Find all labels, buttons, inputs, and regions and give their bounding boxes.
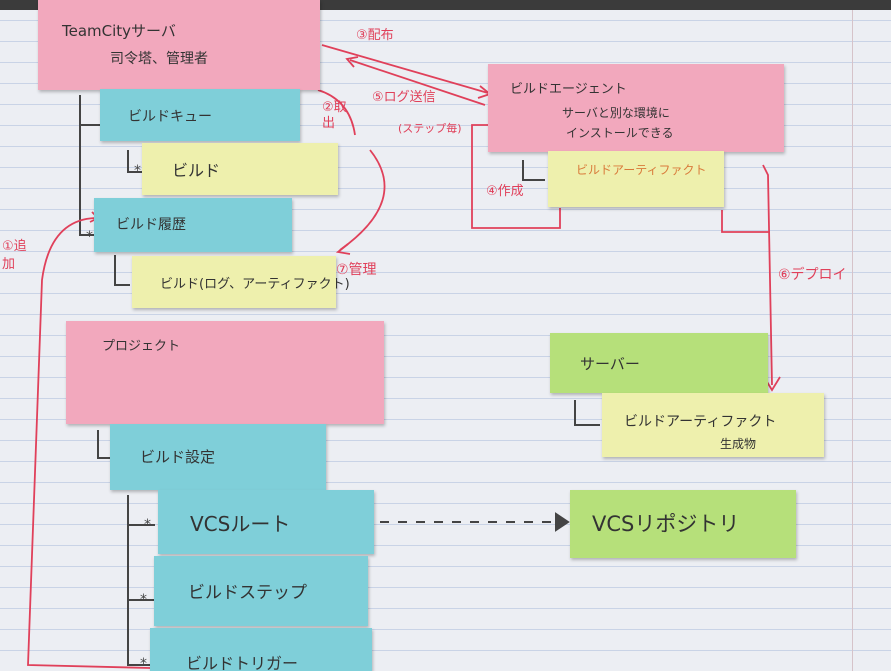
flow-deploy [762, 164, 773, 386]
note-build-trigger: ビルドトリガー [150, 628, 372, 671]
note-build-log-artifact: ビルド(ログ、アーティファクト) [132, 256, 350, 308]
flow-log-send-head [345, 56, 359, 68]
build-agent-line2: インストールできる [566, 126, 674, 140]
asterisk-marker: * [86, 229, 93, 245]
annotation-step3-distribute: ③配布 [356, 28, 394, 43]
asterisk-marker: * [144, 517, 151, 533]
flow-manage-head [335, 243, 351, 255]
note-build-queue: ビルドキュー [100, 89, 300, 141]
note-build-history: ビルド履歴 [94, 198, 292, 252]
vcs-dashed-arrowhead [555, 512, 570, 532]
annotation-step5-log-send: ⑤ログ送信 [372, 90, 436, 105]
note-build-settings: ビルド設定 [110, 424, 326, 490]
tree-line-queue [79, 95, 100, 126]
margin-line [852, 10, 853, 671]
annotation-step7-manage: ⑦管理 [336, 262, 377, 278]
note-build-agent: ビルドエージェント サーバと別な環境に インストールできる [488, 64, 784, 152]
build-step-label: ビルドステップ [188, 583, 307, 603]
build-log-artifact-label: ビルド(ログ、アーティファクト) [160, 277, 350, 292]
flow-create [471, 124, 561, 229]
annotation-step4-create: ④作成 [486, 184, 524, 199]
build-history-label: ビルド履歴 [116, 217, 186, 233]
teamcity-server-subtitle: 司令塔、管理者 [110, 51, 208, 67]
note-build-artifact-agent: ビルドアーティファクト [548, 151, 724, 207]
tree-line-build [127, 150, 145, 173]
build-trigger-label: ビルドトリガー [186, 654, 299, 671]
build-in-queue-label: ビルド [172, 161, 221, 180]
asterisk-marker: * [140, 656, 147, 671]
teamcity-server-title: TeamCityサーバ [62, 22, 176, 40]
note-build-in-queue: ビルド [142, 143, 338, 195]
build-settings-label: ビルド設定 [140, 448, 216, 466]
flow-add [27, 217, 151, 669]
build-artifact-server-title: ビルドアーティファクト [624, 414, 777, 430]
tree-line-history [79, 125, 95, 236]
note-vcs-root: VCSルート [158, 490, 374, 554]
build-queue-label: ビルドキュー [128, 109, 212, 125]
asterisk-marker: * [134, 163, 141, 179]
tree-line-server-artifact [574, 400, 600, 426]
note-build-step: ビルドステップ [154, 556, 368, 626]
note-build-artifact-server: ビルドアーティファクト 生成物 [602, 393, 824, 457]
tree-line-build-settings [97, 430, 112, 459]
annotation-step1-add: ①追加 [2, 239, 27, 272]
flow-manage [339, 149, 386, 251]
note-teamcity-server: TeamCityサーバ 司令塔、管理者 [38, 0, 320, 90]
annotation-step6-deploy: ⑥デプロイ [778, 267, 847, 283]
vcs-root-label: VCSルート [190, 512, 291, 536]
build-artifact-server-subtitle: 生成物 [720, 437, 757, 451]
note-server: サーバー [550, 333, 768, 393]
flow-fetch [317, 89, 356, 136]
server-label: サーバー [580, 355, 640, 373]
build-agent-line1: サーバと別な環境に [562, 106, 670, 120]
flow-deploy-branch [721, 210, 770, 233]
build-artifact-agent-label: ビルドアーティファクト [576, 163, 707, 177]
build-agent-title: ビルドエージェント [510, 82, 627, 97]
asterisk-marker: * [140, 592, 147, 608]
flow-distribute [321, 44, 489, 94]
flow-log-send [349, 59, 486, 106]
tree-line-build-log [114, 255, 130, 286]
note-project: プロジェクト [66, 321, 384, 424]
tree-line-settings-children [127, 495, 150, 666]
tree-line-agent-artifact [522, 160, 545, 181]
annotation-step5-note: (ステップ毎) [398, 122, 462, 135]
vcs-repository-label: VCSリポジトリ [592, 512, 740, 536]
project-label: プロジェクト [102, 339, 181, 354]
top-edge [0, 0, 891, 10]
note-vcs-repository: VCSリポジトリ [570, 490, 796, 558]
annotation-step2-fetch: ②取出 [322, 100, 347, 131]
